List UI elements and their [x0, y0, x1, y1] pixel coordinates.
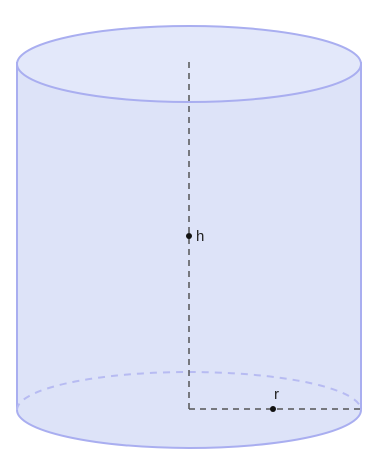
radius-label: r [274, 386, 279, 403]
radius-midpoint [270, 406, 276, 412]
bottom-ellipse-front [16, 409, 362, 449]
height-midpoint [186, 233, 192, 239]
height-label: h [196, 228, 204, 245]
